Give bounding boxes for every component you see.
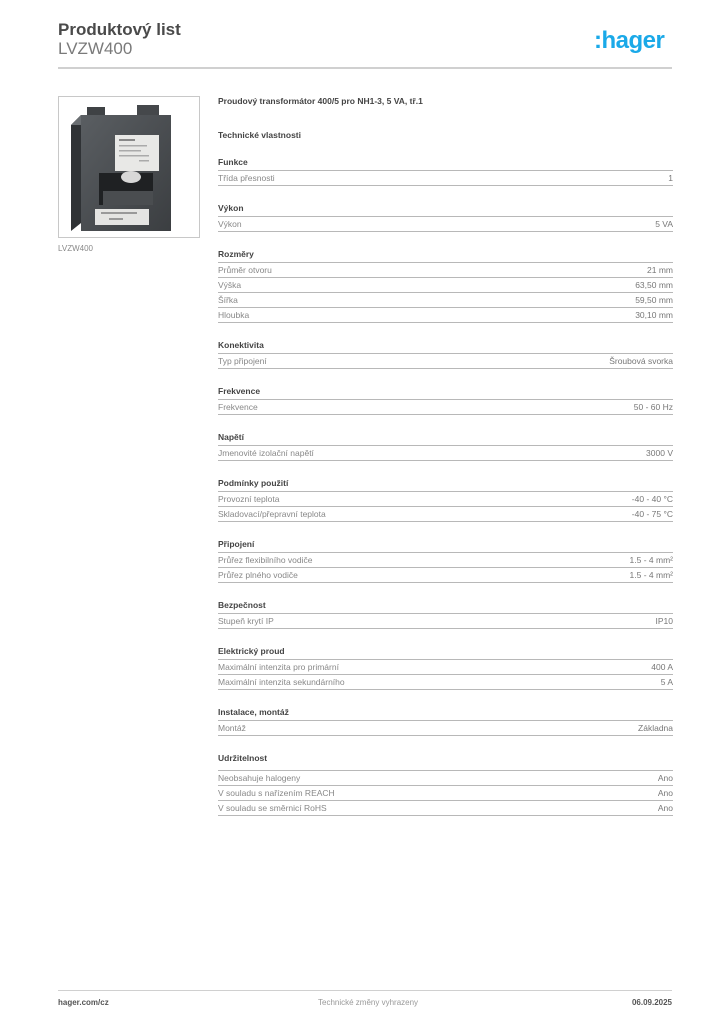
section-instalace-montaz: Instalace, montáž Montáž Základna xyxy=(218,707,673,736)
section-title: Elektrický proud xyxy=(218,646,673,660)
image-caption: LVZW400 xyxy=(58,244,93,253)
spec-label: Frekvence xyxy=(218,402,258,412)
section-bezpecnost: Bezpečnost Stupeň krytí IP IP10 xyxy=(218,600,673,629)
spec-row: Montáž Základna xyxy=(218,721,673,736)
spec-row: Provozní teplota -40 - 40 °C xyxy=(218,492,673,507)
spec-value: 1.5 - 4 mm² xyxy=(629,570,673,580)
spec-label: Průměr otvoru xyxy=(218,265,272,275)
section-title: Výkon xyxy=(218,203,673,217)
tech-properties-heading: Technické vlastnosti xyxy=(218,130,301,140)
spec-value: 30,10 mm xyxy=(635,310,673,320)
spec-value: -40 - 40 °C xyxy=(631,494,673,504)
spec-content: Proudový transformátor 400/5 pro NH1-3, … xyxy=(218,96,673,816)
spec-label: Skladovací/přepravní teplota xyxy=(218,509,326,519)
footer-divider xyxy=(58,990,672,991)
spec-label: Hloubka xyxy=(218,310,250,320)
spec-value: -40 - 75 °C xyxy=(631,509,673,519)
footer-disclaimer: Technické změny vyhrazeny xyxy=(318,998,419,1007)
spec-label: Třída přesnosti xyxy=(218,173,275,183)
spec-value: 59,50 mm xyxy=(635,295,673,305)
spec-label: Výška xyxy=(218,280,242,290)
spec-value: 3000 V xyxy=(646,448,673,458)
spec-value: Ano xyxy=(657,788,673,798)
section-vykon: Výkon Výkon 5 VA xyxy=(218,203,673,232)
section-title: Napětí xyxy=(218,432,673,446)
section-podminky-pouziti: Podmínky použití Provozní teplota -40 - 4… xyxy=(218,478,673,522)
section-konektivita: Konektivita Typ připojení Šroubová svorka xyxy=(218,340,673,369)
section-title: Konektivita xyxy=(218,340,673,354)
footer-date: 06.09.2025 xyxy=(631,998,672,1007)
spec-row: Neobsahuje halogeny Ano xyxy=(218,771,673,786)
spec-label: Výkon xyxy=(218,219,242,229)
spec-label: V souladu s nařízením REACH xyxy=(218,788,335,798)
section-title: Podmínky použití xyxy=(218,478,673,492)
spec-label: Typ připojení xyxy=(218,356,267,366)
header-divider xyxy=(58,67,672,69)
section-pripojeni: Připojení Průřez flexibilního vodiče 1.5 … xyxy=(218,539,673,583)
product-image xyxy=(58,96,200,238)
spec-label: Průřez plného vodiče xyxy=(218,570,298,580)
product-code: LVZW400 xyxy=(58,39,133,58)
spec-row: Výkon 5 VA xyxy=(218,217,673,232)
spec-row: Typ připojení Šroubová svorka xyxy=(218,354,673,369)
section-title: Instalace, montáž xyxy=(218,707,673,721)
spec-value: 50 - 60 Hz xyxy=(633,402,673,412)
spec-value: 21 mm xyxy=(647,265,673,275)
spec-label: Stupeň krytí IP xyxy=(218,616,274,626)
spec-row: Skladovací/přepravní teplota -40 - 75 °C xyxy=(218,507,673,522)
spec-label: Maximální intenzita sekundárního xyxy=(218,677,345,687)
footer-website-link[interactable]: hager.com/cz xyxy=(58,998,109,1007)
section-title: Funkce xyxy=(218,157,673,171)
spec-label: Neobsahuje halogeny xyxy=(218,773,301,783)
spec-value: 5 VA xyxy=(655,219,673,229)
spec-value: Šroubová svorka xyxy=(609,356,673,366)
section-frekvence: Frekvence Frekvence 50 - 60 Hz xyxy=(218,386,673,415)
spec-row: Průřez flexibilního vodiče 1.5 - 4 mm² xyxy=(218,553,673,568)
current-transformer-icon xyxy=(71,105,171,231)
page-title: Produktový list xyxy=(58,20,181,39)
section-funkce: Funkce Třída přesnosti 1 xyxy=(218,157,673,186)
spec-value: 1.5 - 4 mm² xyxy=(629,555,673,565)
spec-row: Třída přesnosti 1 xyxy=(218,171,673,186)
spec-row: Šířka 59,50 mm xyxy=(218,293,673,308)
spec-label: Jmenovité izolační napětí xyxy=(218,448,314,458)
page-header: Produktový list LVZW400 xyxy=(58,20,181,58)
section-elektricky-proud: Elektrický proud Maximální intenzita pro… xyxy=(218,646,673,690)
section-title: Frekvence xyxy=(218,386,673,400)
section-title: Udržitelnost xyxy=(218,753,673,771)
spec-value: Základna xyxy=(638,723,673,733)
spec-row: Frekvence 50 - 60 Hz xyxy=(218,400,673,415)
spec-value: 63,50 mm xyxy=(635,280,673,290)
spec-row: Jmenovité izolační napětí 3000 V xyxy=(218,446,673,461)
spec-row: Výška 63,50 mm xyxy=(218,278,673,293)
section-title: Bezpečnost xyxy=(218,600,673,614)
spec-value: 400 A xyxy=(651,662,673,672)
spec-label: Montáž xyxy=(218,723,246,733)
spec-value: IP10 xyxy=(655,616,674,626)
section-rozmery: Rozměry Průměr otvoru 21 mm Výška 63,50 mm… xyxy=(218,249,673,323)
spec-label: Maximální intenzita pro primární xyxy=(218,662,339,672)
spec-row: V souladu s nařízením REACH Ano xyxy=(218,786,673,801)
section-title: Připojení xyxy=(218,539,673,553)
spec-value: 1 xyxy=(668,173,673,183)
section-title: Rozměry xyxy=(218,249,673,263)
product-description: Proudový transformátor 400/5 pro NH1-3, … xyxy=(218,96,423,106)
spec-row: Hloubka 30,10 mm xyxy=(218,308,673,323)
spec-row: Průměr otvoru 21 mm xyxy=(218,263,673,278)
spec-label: Provozní teplota xyxy=(218,494,280,504)
section-napeti: Napětí Jmenovité izolační napětí 3000 V xyxy=(218,432,673,461)
spec-value: Ano xyxy=(657,773,673,783)
spec-row: V souladu se směrnicí RoHS Ano xyxy=(218,801,673,816)
spec-row: Průřez plného vodiče 1.5 - 4 mm² xyxy=(218,568,673,583)
hager-logo: :hager xyxy=(594,27,665,54)
spec-label: Šířka xyxy=(218,295,238,305)
spec-label: Průřez flexibilního vodiče xyxy=(218,555,313,565)
spec-value: 5 A xyxy=(660,677,673,687)
spec-value: Ano xyxy=(657,803,673,813)
spec-row: Maximální intenzita pro primární 400 A xyxy=(218,660,673,675)
spec-row: Maximální intenzita sekundárního 5 A xyxy=(218,675,673,690)
spec-label: V souladu se směrnicí RoHS xyxy=(218,803,327,813)
spec-row: Stupeň krytí IP IP10 xyxy=(218,614,673,629)
